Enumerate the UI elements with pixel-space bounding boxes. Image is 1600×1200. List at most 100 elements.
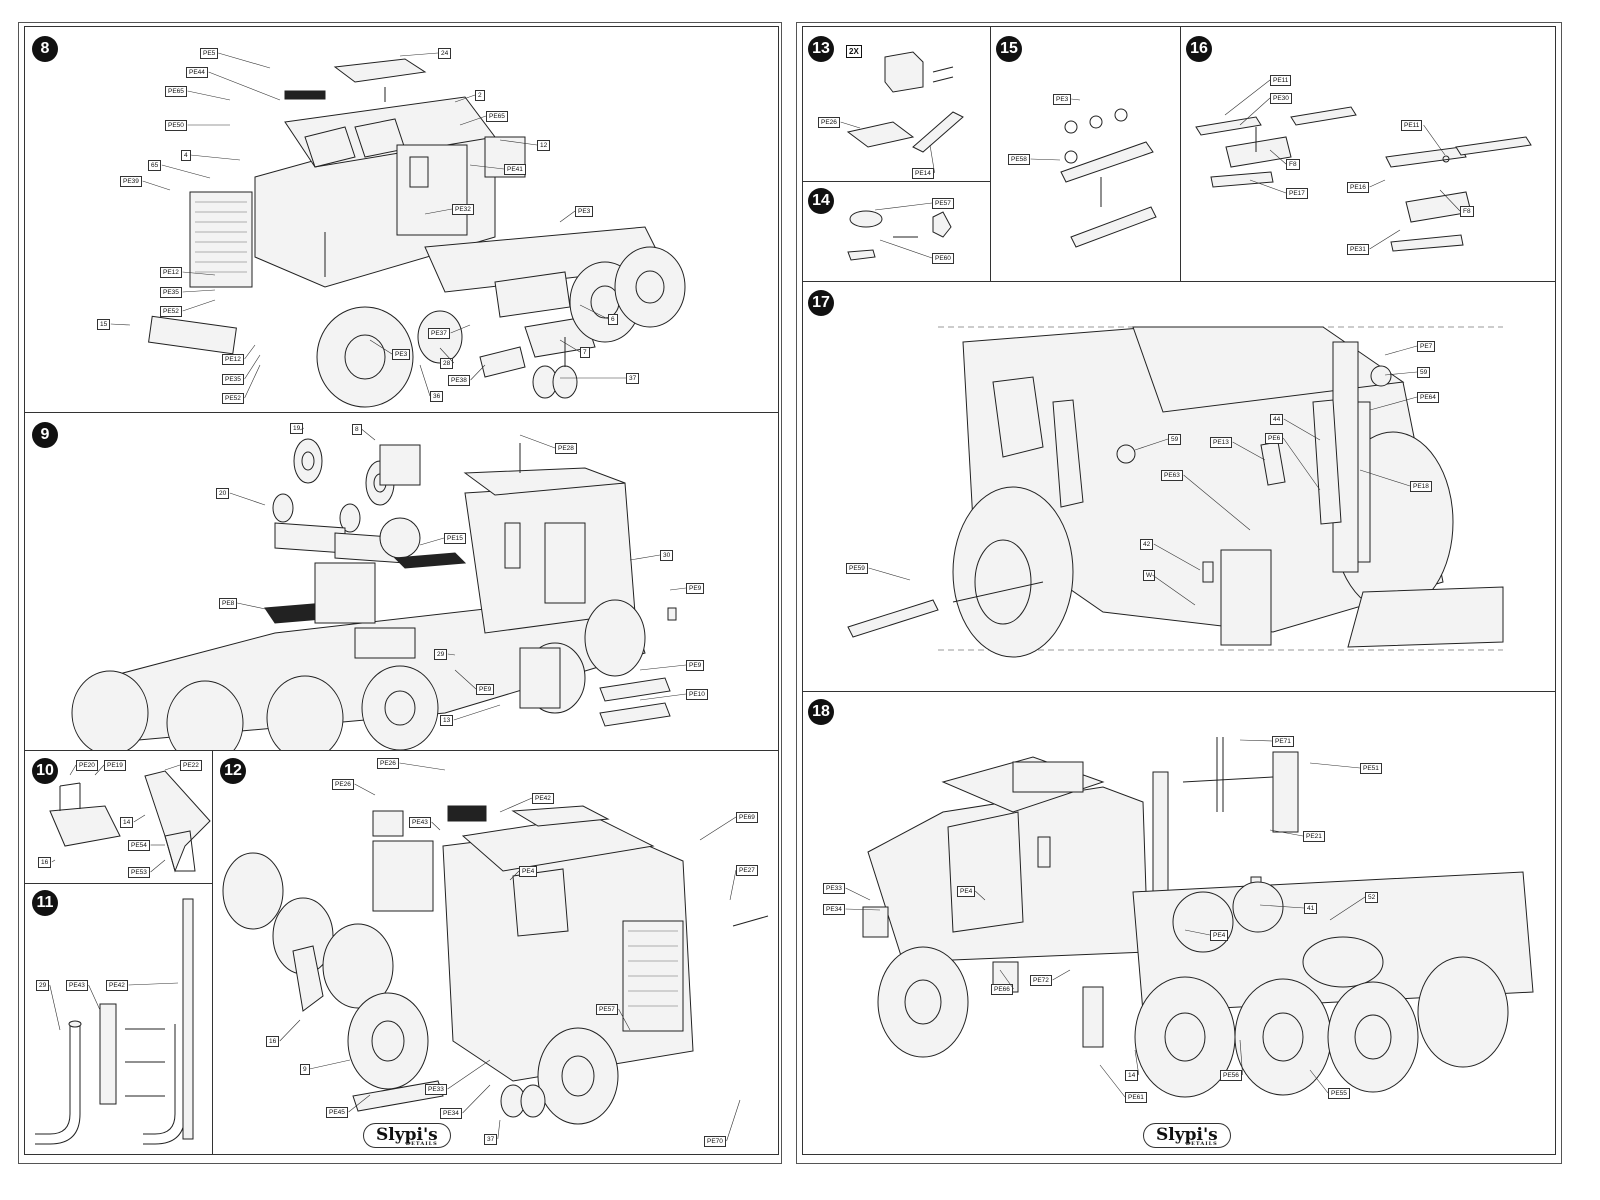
part-callout-step-16-2: F8 xyxy=(1286,159,1300,170)
brand-name: Slypi's xyxy=(376,1125,438,1145)
brand-name: Slypi's xyxy=(1156,1125,1218,1145)
part-callout-step-18-6: 41 xyxy=(1304,903,1318,914)
step-12-panel: Slypi's DETAILS xyxy=(212,750,779,1155)
part-callout-step-12-14: PE70 xyxy=(704,1136,726,1147)
part-callout-step-18-4: PE34 xyxy=(823,904,845,915)
part-callout-step-13-1: PE14 xyxy=(912,168,934,179)
part-callout-step-8-28: 36 xyxy=(430,391,444,402)
part-callout-step-14-1: PE60 xyxy=(932,253,954,264)
part-callout-step-18-11: 14 xyxy=(1125,1070,1139,1081)
step-number-17: 17 xyxy=(808,290,834,316)
part-callout-step-10-5: PE54 xyxy=(128,840,150,851)
part-callout-step-18-14: PE61 xyxy=(1125,1092,1147,1103)
part-callout-step-12-10: PE33 xyxy=(425,1084,447,1095)
part-callout-step-8-26: 37 xyxy=(626,373,640,384)
part-callout-step-12-4: PE69 xyxy=(736,812,758,823)
part-callout-step-9-7: PE9 xyxy=(686,583,705,594)
part-callout-step-16-1: PE30 xyxy=(1270,93,1292,104)
part-callout-step-18-1: PE51 xyxy=(1360,763,1382,774)
step-17-panel xyxy=(802,281,1556,693)
part-callout-step-8-24: PE35 xyxy=(222,374,244,385)
part-callout-step-8-14: PE12 xyxy=(160,267,182,278)
part-callout-step-10-3: 14 xyxy=(120,817,134,828)
part-callout-step-18-0: PE71 xyxy=(1272,736,1294,747)
step-8-exploded-tractor-drawing xyxy=(148,58,686,408)
part-callout-step-8-13: PE3 xyxy=(575,206,594,217)
part-callout-step-8-21: PE12 xyxy=(222,354,244,365)
step-11-panel xyxy=(24,883,214,1155)
part-callout-step-18-12: PE56 xyxy=(1220,1070,1242,1081)
part-callout-step-9-1: 8 xyxy=(352,424,362,435)
part-callout-step-9-3: 20 xyxy=(216,488,230,499)
part-callout-step-18-2: PE21 xyxy=(1303,831,1325,842)
part-callout-step-9-8: 29 xyxy=(434,649,448,660)
brand-subtitle: DETAILS xyxy=(1185,1141,1218,1147)
step-number-11: 11 xyxy=(32,890,58,916)
step-17-cab-rear-detail-drawing xyxy=(847,326,1504,658)
step-15-tie-down-drawing xyxy=(1060,108,1157,248)
part-callout-step-10-4: 16 xyxy=(38,857,52,868)
part-callout-step-8-20: 7 xyxy=(580,347,590,358)
part-callout-step-17-1: 59 xyxy=(1417,367,1431,378)
step-11-exhaust-pipe-drawing xyxy=(35,898,194,1145)
part-callout-step-9-4: PE15 xyxy=(444,533,466,544)
part-callout-step-12-11: PE45 xyxy=(326,1107,348,1118)
part-callout-step-8-22: PE3 xyxy=(392,349,411,360)
part-callout-step-8-12: PE32 xyxy=(452,204,474,215)
part-callout-step-17-6: 59 xyxy=(1168,434,1182,445)
step-number-13: 13 xyxy=(808,36,834,62)
part-callout-step-18-3: PE33 xyxy=(823,883,845,894)
part-callout-step-17-4: PE6 xyxy=(1265,433,1284,444)
part-callout-step-8-1: 24 xyxy=(438,48,452,59)
step-10-bracket-drawing xyxy=(49,770,211,873)
step-18-final-assembly-drawing xyxy=(862,737,1534,1098)
part-callout-step-18-5: PE4 xyxy=(957,886,976,897)
step-12-cab-detail-drawing xyxy=(222,805,769,1125)
part-callout-step-17-11: PE59 xyxy=(846,563,868,574)
brand-logo-right: Slypi's DETAILS xyxy=(1143,1123,1231,1148)
step-number-8: 8 xyxy=(32,36,58,62)
part-callout-step-9-5: 30 xyxy=(660,550,674,561)
part-callout-step-12-13: 37 xyxy=(484,1134,498,1145)
part-callout-step-18-10: PE66 xyxy=(991,984,1013,995)
part-callout-step-8-11: PE39 xyxy=(120,176,142,187)
part-callout-step-17-8: PE18 xyxy=(1410,481,1432,492)
step-number-9: 9 xyxy=(32,422,58,448)
part-callout-step-18-8: PE4 xyxy=(1210,930,1229,941)
step-number-15: 15 xyxy=(996,36,1022,62)
part-callout-step-8-4: PE65 xyxy=(165,86,187,97)
part-callout-step-8-16: PE52 xyxy=(160,306,182,317)
brand-logo-left: Slypi's DETAILS xyxy=(363,1123,451,1148)
part-callout-step-8-23: 28 xyxy=(440,358,454,369)
step-number-12: 12 xyxy=(220,758,246,784)
part-callout-step-16-3: PE17 xyxy=(1286,188,1308,199)
part-callout-step-9-12: 13 xyxy=(440,715,454,726)
part-callout-step-9-2: PE28 xyxy=(555,443,577,454)
part-callout-step-8-25: PE38 xyxy=(448,375,470,386)
part-callout-step-9-9: PE9 xyxy=(476,684,495,695)
part-callout-step-11-1: PE43 xyxy=(66,980,88,991)
part-callout-step-8-5: PE65 xyxy=(486,111,508,122)
part-callout-step-12-3: PE43 xyxy=(409,817,431,828)
step-13-multiplier: 2X xyxy=(846,45,862,58)
part-callout-step-16-7: PE31 xyxy=(1347,244,1369,255)
part-callout-step-17-5: PE13 xyxy=(1210,437,1232,448)
part-callout-step-12-1: PE26 xyxy=(377,758,399,769)
part-callout-step-15-0: PE3 xyxy=(1053,94,1072,105)
step-18-panel: Slypi's DETAILS xyxy=(802,691,1556,1155)
part-callout-step-9-10: PE9 xyxy=(686,660,705,671)
step-number-16: 16 xyxy=(1186,36,1212,62)
part-callout-step-18-13: PE55 xyxy=(1328,1088,1350,1099)
part-callout-step-8-27: PE52 xyxy=(222,393,244,404)
part-callout-step-8-19: PE37 xyxy=(428,328,450,339)
part-callout-step-8-8: 4 xyxy=(181,150,191,161)
part-callout-step-12-8: 9 xyxy=(300,1064,310,1075)
part-callout-step-18-7: 52 xyxy=(1365,892,1379,903)
part-callout-step-8-0: PE5 xyxy=(200,48,219,59)
step-13-grille-frame-drawing xyxy=(846,51,964,153)
part-callout-step-12-7: 16 xyxy=(266,1036,280,1047)
part-callout-step-12-2: PE42 xyxy=(532,793,554,804)
part-callout-step-10-6: PE53 xyxy=(128,867,150,878)
step-14-light-guard-drawing xyxy=(847,210,952,261)
part-callout-step-17-2: PE64 xyxy=(1417,392,1439,403)
